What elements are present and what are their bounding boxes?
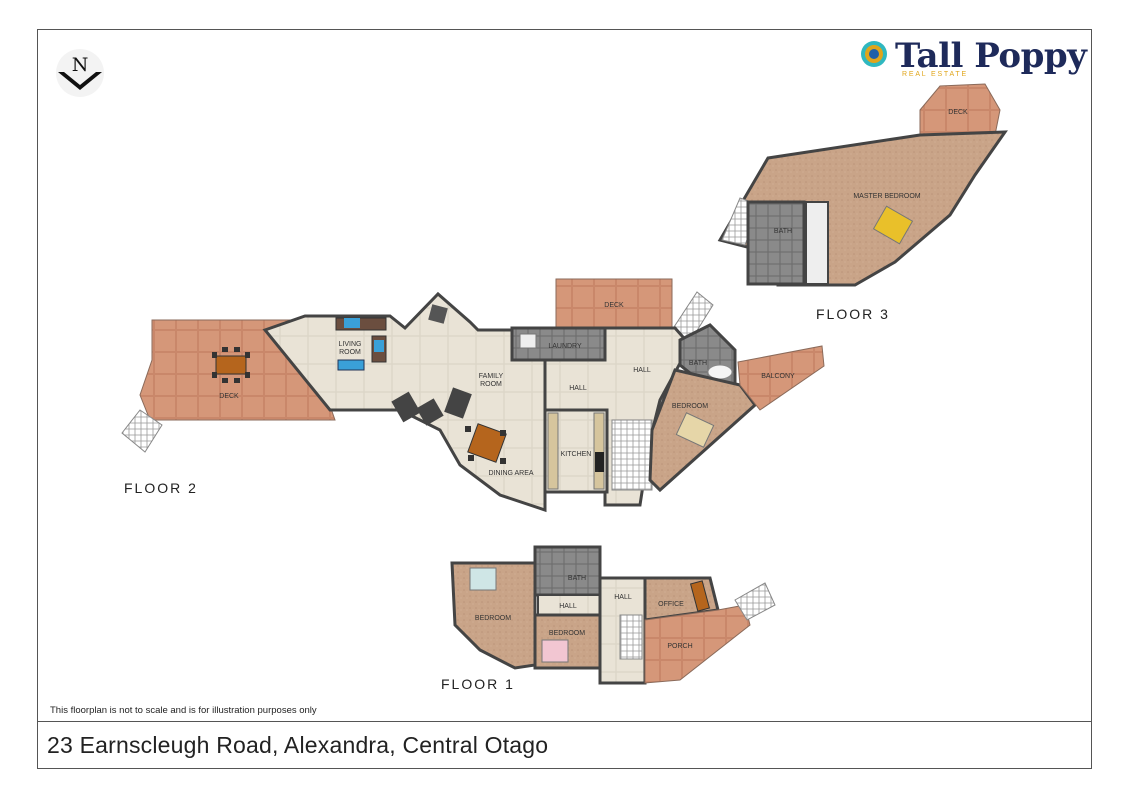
- brand-logo: Tall Poppy REAL ESTATE: [860, 36, 1087, 82]
- room-label-deck-north: DECK: [604, 302, 624, 309]
- floor1-stairs: [734, 582, 776, 621]
- floor1-porch: [644, 604, 751, 684]
- room-label-hall-a-f1: HALL: [559, 603, 577, 610]
- room-label-bedroom: BEDROOM: [672, 403, 708, 410]
- floor2-balcony: [737, 345, 825, 411]
- room-label-living-2: ROOM: [339, 349, 361, 356]
- room-label-deck-west: DECK: [219, 393, 239, 400]
- deck-dining-table-icon: [212, 347, 250, 383]
- floor-1-plan: BEDROOM BATH HALL HALL OFFICE BEDROOM PO…: [450, 545, 776, 685]
- room-label-hall-b-f1: HALL: [614, 594, 632, 601]
- room-label-living-1: LIVING: [339, 341, 362, 348]
- north-compass-icon: N: [56, 49, 104, 97]
- floor3-bath: [746, 200, 806, 286]
- room-label-dining: DINING AREA: [488, 470, 533, 477]
- room-label-laundry: LAUNDRY: [548, 343, 582, 350]
- page-frame: [37, 29, 1092, 769]
- floor1-bath: [533, 545, 602, 597]
- floor-1-label: FLOOR 1: [441, 676, 515, 692]
- property-address: 23 Earnscleugh Road, Alexandra, Central …: [47, 732, 549, 758]
- floor2-interior-stairs: [611, 419, 653, 491]
- room-label-kitchen: KITCHEN: [561, 451, 592, 458]
- floor2-west-stairs: [121, 409, 163, 453]
- room-label-porch: PORCH: [667, 643, 692, 650]
- floor-3-plan: DECK MASTER BEDROOM BATH: [717, 83, 1008, 287]
- room-label-bath-f1: BATH: [568, 575, 586, 582]
- brand-subtitle: REAL ESTATE: [902, 71, 968, 78]
- floor-2-label: FLOOR 2: [124, 480, 198, 496]
- room-label-hall-a: HALL: [569, 385, 587, 392]
- compass-letter: N: [72, 54, 89, 76]
- room-label-office: OFFICE: [658, 601, 684, 608]
- room-label-master-bedroom: MASTER BEDROOM: [853, 193, 920, 200]
- room-label-bedroom-b: BEDROOM: [549, 630, 585, 637]
- poppy-mark-icon: [861, 41, 887, 67]
- room-label-family-2: ROOM: [480, 381, 502, 388]
- room-label-deck-f3: DECK: [948, 109, 968, 116]
- footer-divider: [37, 721, 1092, 722]
- floor-2-plan: DECK LIVING ROOM FAMILY ROOM LAUNDRY DEC…: [121, 278, 825, 513]
- dining-table-icon: [465, 423, 507, 464]
- room-label-balcony: BALCONY: [761, 373, 795, 380]
- brand-name: Tall Poppy: [895, 36, 1087, 76]
- room-label-bath-f3: BATH: [774, 228, 792, 235]
- room-label-family-1: FAMILY: [479, 373, 504, 380]
- room-label-hall-b: HALL: [633, 367, 651, 374]
- disclaimer-text: This floorplan is not to scale and is fo…: [50, 705, 317, 716]
- room-label-bath: BATH: [689, 360, 707, 367]
- floor2-deck-north: [555, 278, 673, 329]
- floor-3-label: FLOOR 3: [816, 306, 890, 322]
- room-label-bedroom-a: BEDROOM: [475, 615, 511, 622]
